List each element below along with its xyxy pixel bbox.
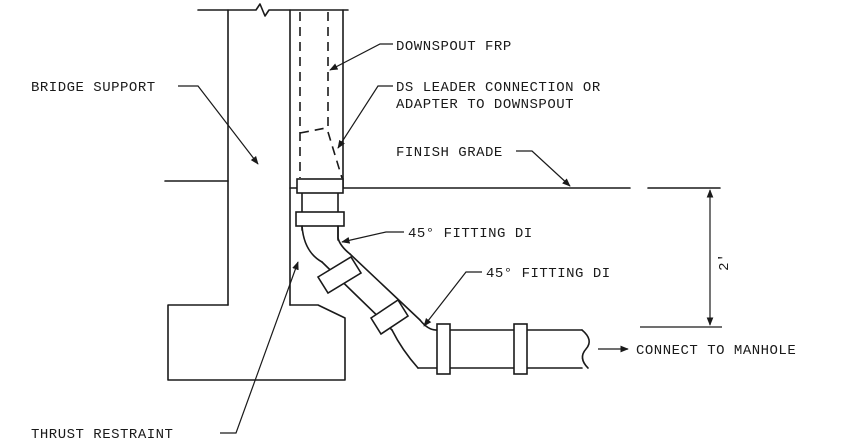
labels: DOWNSPOUT FRP DS LEADER CONNECTION OR AD…: [31, 39, 796, 443]
leader-finish-grade: [516, 150, 571, 187]
leader-downspout: [329, 43, 393, 71]
leader-bridge-support: [178, 85, 259, 165]
leader-ds-connection: [337, 85, 393, 149]
pipe-break-end: [581, 329, 590, 369]
label-downspout: DOWNSPOUT FRP: [396, 39, 512, 55]
leader-fitting-lower: [423, 271, 482, 327]
diagonal-collar-2: [369, 298, 410, 336]
fitting-collar-upper: [295, 211, 345, 227]
label-ds-leader-line2: ADAPTER TO DOWNSPOUT: [396, 97, 574, 113]
adapter-collar: [296, 178, 344, 194]
label-fitting-lower: 45° FITTING DI: [486, 266, 611, 282]
label-connect-manhole: CONNECT TO MANHOLE: [636, 343, 796, 359]
leader-fitting-upper: [341, 231, 404, 244]
horizontal-collar-2: [513, 323, 528, 375]
grade-lines: [164, 180, 721, 189]
label-fitting-upper: 45° FITTING DI: [408, 226, 533, 242]
horizontal-collar-1: [436, 323, 451, 375]
dimension-label: 2': [717, 253, 733, 271]
break-line: [197, 3, 349, 17]
bridge-support-structure: [167, 3, 349, 381]
downspout-frp: [299, 12, 343, 179]
leaders: [178, 43, 629, 434]
label-bridge-support: BRIDGE SUPPORT: [31, 80, 156, 96]
dimension-2ft: 2': [640, 189, 733, 328]
diagonal-collar-1: [316, 255, 363, 295]
leader-thrust-restraint: [220, 261, 299, 434]
pipe-assembly: [295, 178, 590, 375]
label-finish-grade: FINISH GRADE: [396, 145, 503, 161]
label-thrust-restraint: THRUST RESTRAINT: [31, 427, 173, 443]
label-ds-leader-line1: DS LEADER CONNECTION OR: [396, 80, 601, 96]
